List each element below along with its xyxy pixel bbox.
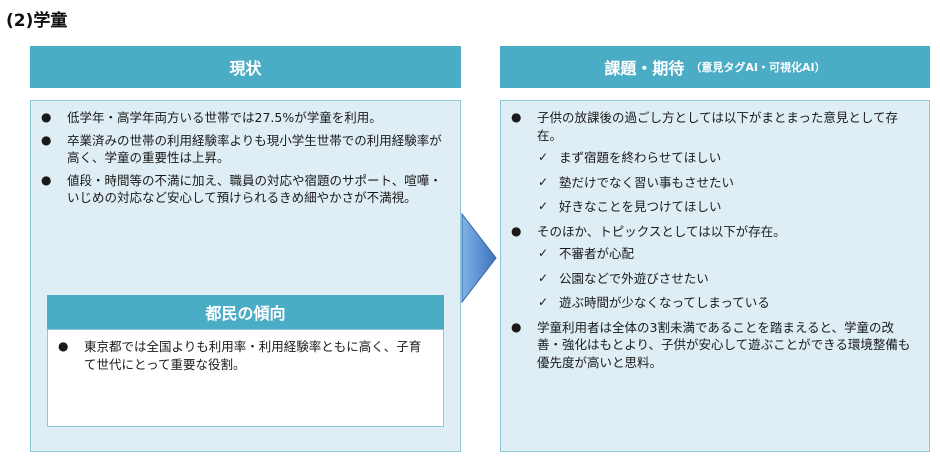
- check-item: ✓不審者が心配: [538, 246, 635, 261]
- issues-expectations-header: 課題・期待 （意見タグAI・可視化AI）: [500, 46, 930, 88]
- check-icon: ✓: [538, 150, 549, 164]
- check-item: ✓公園などで外遊びさせたい: [538, 270, 709, 286]
- list-item: ●値段・時間等の不満に加え、職員の対応や宿題のサポート、喧嘩・いじめの対応など安…: [41, 172, 442, 206]
- tokyo-trend-header: 都民の傾向: [47, 295, 444, 329]
- current-status-header-label: 現状: [229, 59, 262, 78]
- list-item: ●卒業済みの世帯の利用経験率よりも現小学生世帯での利用経験率が高く、学童の重要性…: [41, 132, 442, 166]
- check-icon: ✓: [538, 270, 549, 285]
- bullet-icon: ●: [511, 319, 522, 334]
- bullet-icon: ●: [511, 223, 522, 238]
- check-item: ✓塾だけでなく習い事もさせたい: [538, 174, 735, 190]
- bullet-icon: ●: [41, 110, 52, 124]
- check-icon: ✓: [538, 174, 549, 189]
- check-icon: ✓: [538, 199, 549, 213]
- check-item: ✓まず宿題を終わらせてほしい: [538, 150, 722, 165]
- bullet-icon: ●: [41, 132, 52, 147]
- list-item: ●学童利用者は全体の3割未満であることを踏まえると、学童の改善・強化はもとより、…: [511, 319, 911, 370]
- list-item: ●そのほか、トピックスとしては以下が存在。: [511, 223, 786, 239]
- list-item: ●東京都では全国よりも利用率・利用経験率ともに高く、子育て世代にとって重要な役割…: [58, 339, 422, 372]
- check-icon: ✓: [538, 295, 549, 309]
- section-title: (2)学童: [6, 11, 68, 31]
- list-item: ●低学年・高学年両方いる世帯では27.5%が学童を利用。: [41, 110, 382, 125]
- check-item: ✓遊ぶ時間が少なくなってしまっている: [538, 295, 770, 310]
- bullet-icon: ●: [41, 172, 52, 187]
- issues-expectations-header-sub: （意見タグAI・可視化AI）: [690, 61, 826, 74]
- current-status-header: 現状: [30, 46, 461, 88]
- list-item: ●子供の放課後の過ごし方としては以下がまとまった意見として存在。: [511, 110, 899, 143]
- bullet-icon: ●: [511, 110, 522, 124]
- issues-expectations-panel: ●子供の放課後の過ごし方としては以下がまとまった意見として存在。 ✓まず宿題を終…: [500, 100, 930, 452]
- right-arrow-icon: [461, 212, 497, 304]
- check-icon: ✓: [538, 246, 549, 260]
- issues-expectations-header-label: 課題・期待: [604, 59, 685, 78]
- check-item: ✓好きなことを見つけてほしい: [538, 199, 722, 214]
- tokyo-trend-panel: ●東京都では全国よりも利用率・利用経験率ともに高く、子育て世代にとって重要な役割…: [47, 329, 444, 427]
- bullet-icon: ●: [58, 339, 69, 353]
